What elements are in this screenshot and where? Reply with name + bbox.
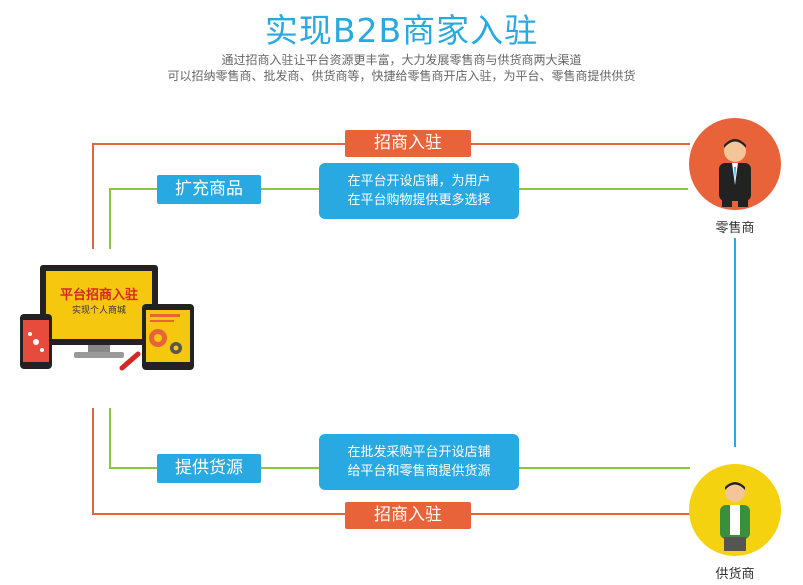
top-box-line-1: 在平台开设店铺，为用户 — [347, 174, 491, 189]
bottom-orange-connector — [92, 408, 690, 515]
device-screen-title: 平台招商入驻 — [59, 288, 138, 303]
devices-illustration: 平台招商入驻 实现个人商城 — [18, 262, 198, 374]
retailer-label: 零售商 — [715, 221, 755, 236]
top-box-line-2: 在平台购物提供更多选择 — [347, 193, 491, 208]
bottom-box-line-1: 在批发采购平台开设店铺 — [347, 445, 491, 460]
supplier-label: 供货商 — [715, 567, 755, 582]
top-description-box: 在平台开设店铺，为用户 在平台购物提供更多选择 — [319, 163, 519, 219]
devices-icon — [20, 265, 194, 371]
bottom-description-box: 在批发采购平台开设店铺 给平台和零售商提供货源 — [319, 434, 519, 490]
device-screen-subtitle: 实现个人商城 — [71, 306, 126, 316]
retailer-avatar — [688, 117, 782, 211]
provide-supply-label: 提供货源 — [157, 454, 261, 483]
subtitle-line-1: 通过招商入驻让平台资源更丰富，大力发展零售商与供货商两大渠道 — [221, 53, 582, 67]
subtitle-line-2: 可以招纳零售商、批发商、供货商等，快捷给零售商开店入驻，为平台、零售商提供供货 — [167, 69, 636, 83]
top-orange-connector — [92, 143, 690, 249]
top-recruit-label: 招商入驻 — [345, 130, 471, 157]
page-title: 实现B2B商家入驻 — [264, 11, 539, 50]
supplier-avatar — [688, 463, 782, 557]
bottom-recruit-label: 招商入驻 — [345, 502, 471, 529]
worker-icon — [689, 464, 781, 556]
expand-products-label: 扩充商品 — [157, 175, 261, 204]
bottom-box-line-2: 给平台和零售商提供货源 — [347, 464, 491, 479]
businessman-icon — [689, 118, 781, 210]
